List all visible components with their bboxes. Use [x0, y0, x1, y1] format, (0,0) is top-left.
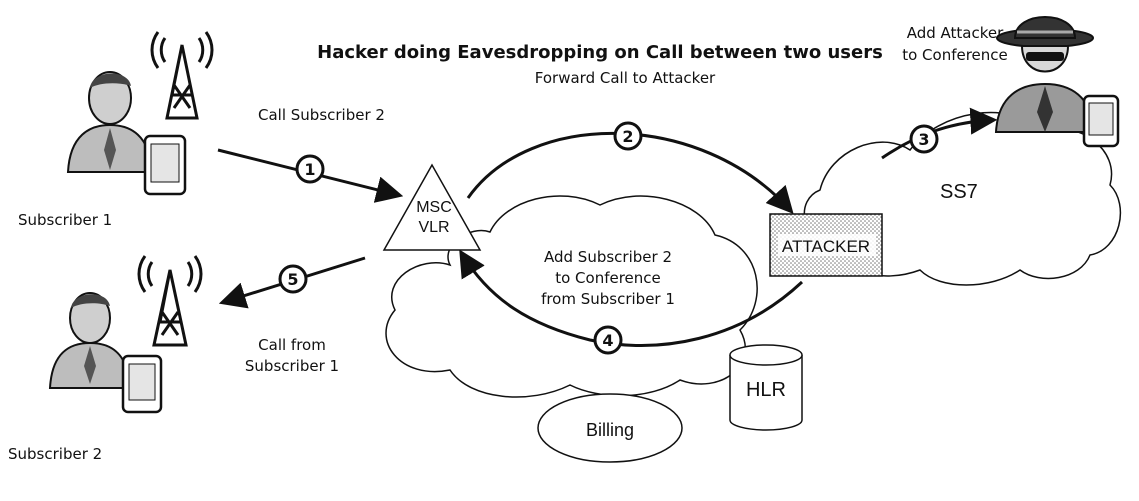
vlr-label: VLR: [418, 219, 449, 236]
add-sub2-label-1: Add Subscriber 2: [544, 248, 672, 266]
arrow-step-3: [881, 107, 998, 160]
add-sub2-label-3: from Subscriber 1: [541, 290, 675, 308]
subscriber-2-label: Subscriber 2: [8, 445, 102, 463]
step-4-marker: 4: [593, 325, 623, 355]
call-from-label-1: Call from: [258, 336, 326, 354]
step-3-number: 3: [918, 130, 929, 149]
call-from-label-2: Subscriber 1: [245, 357, 339, 375]
step-3-marker: 3: [909, 124, 939, 154]
hlr-database: HLR: [729, 344, 803, 431]
step-5-marker: 5: [278, 264, 308, 294]
step-1-number: 1: [304, 160, 315, 179]
subscriber-1-icon: [66, 71, 187, 196]
step-4-number: 4: [602, 331, 613, 350]
hlr-label: HLR: [746, 379, 786, 401]
attacker-node: ATTACKER: [769, 213, 883, 277]
step-2-number: 2: [622, 127, 633, 146]
diagram-title: Hacker doing Eavesdropping on Call betwe…: [317, 42, 883, 63]
forward-call-label: Forward Call to Attacker: [535, 69, 716, 87]
ss7-label: SS7: [940, 181, 978, 203]
add-sub2-label-2: to Conference: [555, 269, 661, 287]
call-subscriber-2-label: Call Subscriber 2: [258, 106, 385, 124]
attacker-label: ATTACKER: [782, 237, 870, 256]
cell-tower-1-icon: [150, 31, 214, 120]
subscriber-1-label: Subscriber 1: [18, 211, 112, 229]
msc-vlr-node: MSC VLR: [382, 163, 482, 251]
step-5-number: 5: [287, 270, 298, 289]
step-1-marker: 1: [295, 154, 325, 184]
hacker-icon: [994, 16, 1120, 148]
billing-label: Billing: [586, 420, 634, 440]
subscriber-2-icon: [48, 292, 163, 414]
add-attacker-label-1: Add Attacker: [907, 24, 1004, 42]
msc-label: MSC: [416, 199, 452, 216]
billing-node: Billing: [537, 393, 683, 463]
step-2-marker: 2: [613, 121, 643, 151]
add-attacker-label-2: to Conference: [902, 46, 1008, 64]
cell-tower-2-icon: [137, 255, 203, 347]
